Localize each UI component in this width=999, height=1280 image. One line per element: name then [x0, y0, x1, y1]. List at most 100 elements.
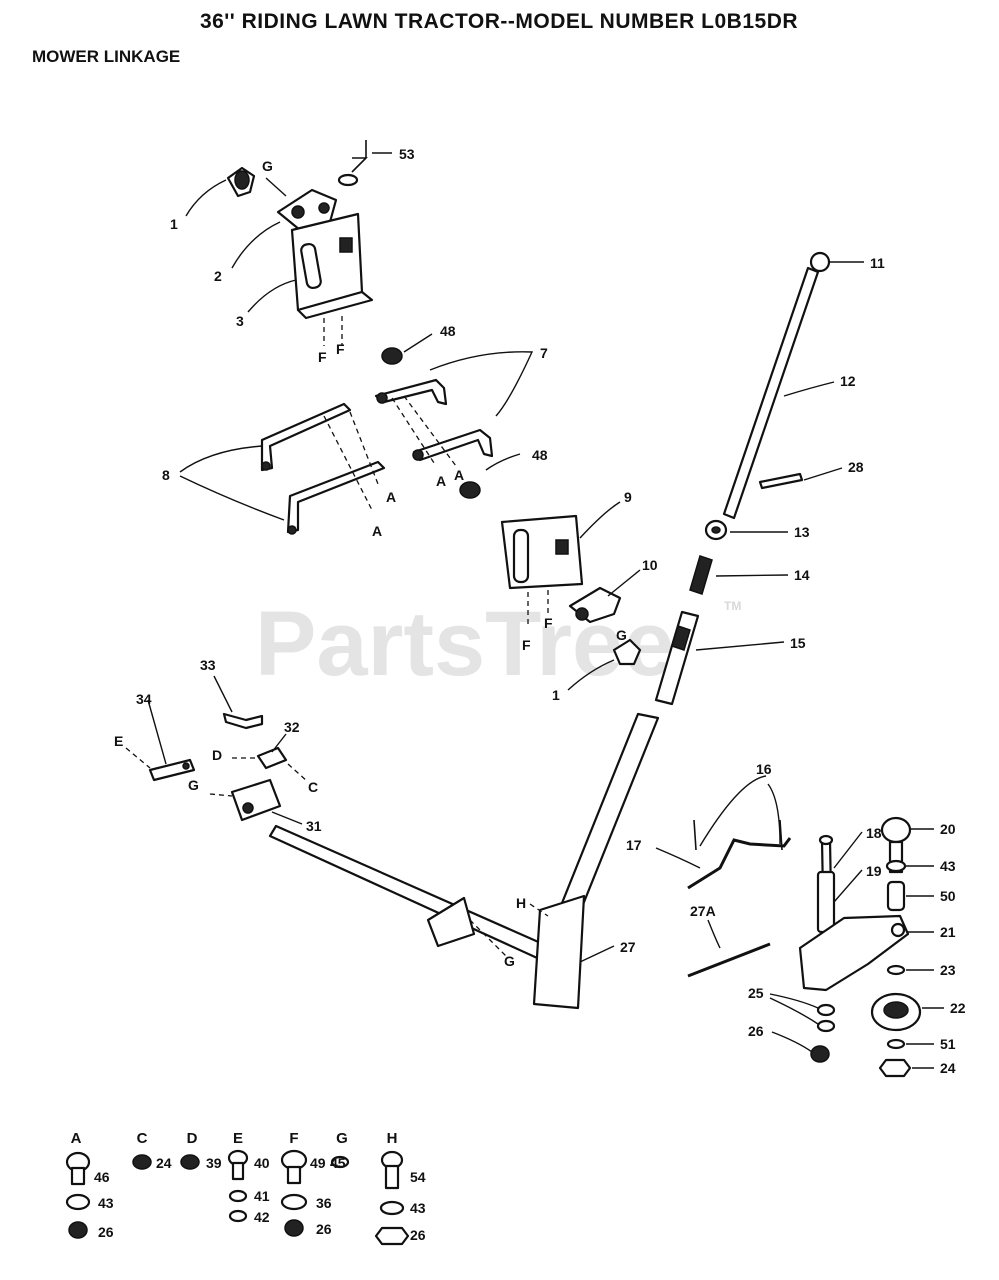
legend-e-bolt-icon — [227, 1149, 249, 1181]
callout-27a: 27A — [690, 903, 716, 919]
section-subtitle: MOWER LINKAGE — [32, 47, 180, 66]
callout-15: 15 — [790, 635, 806, 651]
callout-f-left: F — [318, 349, 327, 365]
part-33-pin — [222, 712, 264, 730]
callout-11: 11 — [870, 255, 885, 271]
legend-h-nut-icon — [374, 1226, 410, 1246]
callout-e: E — [114, 733, 123, 749]
legend-letter-c: C — [137, 1130, 148, 1147]
part-15-handle-grip — [654, 610, 700, 706]
part-48-nut-upper — [381, 347, 403, 365]
callout-13: 13 — [794, 524, 810, 540]
callout-51: 51 — [940, 1036, 956, 1052]
part-22-pulley — [870, 992, 922, 1032]
legend-g-part-1: 45 — [330, 1155, 346, 1171]
callout-a-1: A — [386, 489, 396, 505]
legend-d-part-1: 39 — [206, 1155, 222, 1171]
callout-24: 24 — [940, 1060, 956, 1076]
callout-1-lower: 1 — [552, 687, 560, 703]
part-17-rod — [687, 837, 792, 890]
legend-letter-f: F — [289, 1130, 298, 1147]
callout-10: 10 — [642, 557, 658, 573]
callout-2: 2 — [214, 268, 222, 284]
part-31-bracket — [230, 778, 282, 822]
callout-18: 18 — [866, 825, 882, 841]
callout-23: 23 — [940, 962, 956, 978]
callout-22: 22 — [950, 1000, 966, 1016]
legend-h-part-2: 43 — [410, 1200, 426, 1216]
part-12-rod — [722, 266, 820, 520]
part-13-washer — [704, 519, 728, 541]
callout-25: 25 — [748, 985, 764, 1001]
callout-d: D — [212, 747, 222, 763]
legend-h-washer-icon — [379, 1200, 405, 1216]
callout-16: 16 — [756, 761, 772, 777]
legend-letter-e: E — [233, 1130, 243, 1147]
legend-e-part-3: 42 — [254, 1209, 270, 1225]
part-32-block — [256, 746, 288, 770]
legend-f-nut-icon — [284, 1219, 304, 1237]
part-27a-spring — [687, 942, 771, 978]
part-3-plate — [290, 212, 374, 320]
part-50-spacer — [886, 880, 906, 912]
legend-f-washer-icon — [280, 1193, 308, 1211]
legend-c-nut-icon — [132, 1154, 152, 1170]
callout-17: 17 — [626, 837, 642, 853]
legend-letter-h: H — [387, 1130, 398, 1147]
legend-h-part-1: 54 — [410, 1169, 426, 1185]
callout-32: 32 — [284, 719, 300, 735]
legend-a-washer-icon — [65, 1193, 91, 1211]
part-19-spacer — [816, 870, 836, 934]
part-53-pin — [337, 140, 368, 187]
part-23-washer — [886, 964, 906, 976]
callout-21: 21 — [940, 924, 956, 940]
callout-12: 12 — [840, 373, 856, 389]
callout-a-3: A — [436, 473, 446, 489]
part-10-bracket — [568, 586, 622, 624]
callout-20: 20 — [940, 821, 956, 837]
callout-26: 26 — [748, 1023, 764, 1039]
callout-34: 34 — [136, 691, 152, 707]
part-2-bracket — [276, 188, 338, 232]
callout-48-lower: 48 — [532, 447, 548, 463]
legend-c-part-1: 24 — [156, 1155, 172, 1171]
legend-h-part-3: 26 — [410, 1227, 426, 1243]
callout-8: 8 — [162, 467, 170, 483]
legend-e-part-2: 41 — [254, 1188, 270, 1204]
callout-1-upper: 1 — [170, 216, 178, 232]
callout-c: C — [308, 779, 318, 795]
callout-9: 9 — [624, 489, 632, 505]
part-7-lift-link — [374, 378, 494, 462]
legend-a-part-3: 26 — [98, 1224, 114, 1240]
callout-f-9-right: F — [544, 615, 553, 631]
part-11-cap — [809, 251, 831, 273]
part-27-lift-lever — [268, 712, 660, 1010]
part-26-nut — [810, 1045, 830, 1063]
callout-33: 33 — [200, 657, 216, 673]
legend-a-bolt-icon — [65, 1151, 91, 1186]
part-1-bolt-upper — [226, 166, 256, 198]
page-title: 36'' RIDING LAWN TRACTOR--MODEL NUMBER L… — [200, 10, 798, 33]
legend-e-part-1: 40 — [254, 1155, 270, 1171]
callout-a-2: A — [372, 523, 382, 539]
callout-f-right: F — [336, 341, 345, 357]
legend-f-bolt-icon — [280, 1149, 308, 1185]
legend-e-washer-icon — [228, 1209, 248, 1223]
callout-g-31: G — [188, 777, 199, 793]
watermark-tm: TM — [724, 599, 741, 613]
legend-h-bolt-icon — [380, 1150, 404, 1190]
part-25-washers — [816, 1003, 836, 1033]
callout-53: 53 — [399, 146, 415, 162]
part-21-idler-bracket — [798, 914, 910, 992]
part-24-nut — [878, 1058, 912, 1078]
part-28-clip — [758, 472, 804, 490]
legend-letter-a: A — [71, 1130, 82, 1147]
legend-f-part-1: 49 — [310, 1155, 326, 1171]
legend-d-nut-icon — [180, 1154, 200, 1170]
legend-a-part-1: 46 — [94, 1169, 110, 1185]
part-1-bolt-lower — [612, 638, 642, 666]
legend-a-nut-icon — [68, 1221, 88, 1239]
callout-43: 43 — [940, 858, 956, 874]
part-48-nut-lower — [459, 481, 481, 499]
